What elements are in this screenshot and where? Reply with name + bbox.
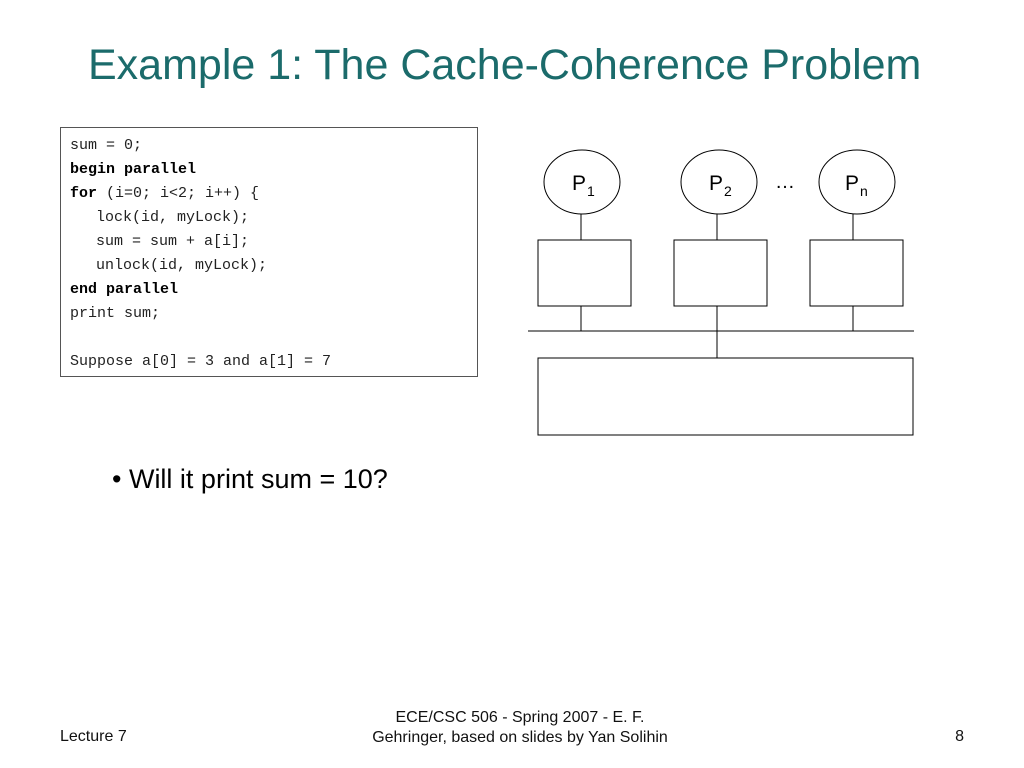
code-line-sum-add: sum = sum + a[i]; bbox=[96, 233, 250, 250]
cache-2 bbox=[673, 239, 768, 307]
code-line-end-parallel: end parallel bbox=[70, 281, 179, 298]
footer-lecture: Lecture 7 bbox=[60, 728, 127, 745]
processor-n: Pn bbox=[818, 149, 896, 215]
processor-2-label: P2 bbox=[709, 172, 732, 199]
processor-1: P1 bbox=[543, 149, 621, 215]
code-for-condition: (i=0; i<2; i++) { bbox=[97, 185, 260, 202]
code-line-print: print sum; bbox=[70, 305, 161, 322]
processor-ellipsis: … bbox=[775, 171, 795, 193]
bullet-question: • Will it print sum = 10? bbox=[112, 464, 388, 494]
code-line-suppose: Suppose a[0] = 3 and a[1] = 7 bbox=[70, 353, 332, 370]
processor-1-circle bbox=[543, 149, 621, 215]
cache-n bbox=[809, 239, 904, 307]
code-keyword-for: for bbox=[70, 185, 98, 202]
processor-1-label: P1 bbox=[572, 172, 595, 199]
main-memory bbox=[537, 357, 914, 436]
code-line-begin-parallel: begin parallel bbox=[70, 161, 197, 178]
slide-title: Example 1: The Cache-Coherence Problem bbox=[88, 41, 922, 89]
footer-course-line: ECE/CSC 506 - Spring 2007 - E. F. bbox=[395, 709, 645, 726]
processor-n-circle bbox=[818, 149, 896, 215]
cache-1 bbox=[537, 239, 632, 307]
code-line-lock: lock(id, myLock); bbox=[96, 209, 250, 226]
code-line-sum-init: sum = 0; bbox=[70, 137, 143, 154]
processor-2: P2 bbox=[680, 149, 758, 215]
code-line-for: for (i=0; i<2; i++) { bbox=[70, 182, 477, 206]
footer-course-credit: ECE/CSC 506 - Spring 2007 - E. F. Gehrin… bbox=[300, 708, 740, 748]
code-line-unlock: unlock(id, myLock); bbox=[96, 257, 268, 274]
page-number: 8 bbox=[955, 728, 964, 745]
footer-credit-line: Gehringer, based on slides by Yan Solihi… bbox=[372, 729, 668, 746]
processor-2-circle bbox=[680, 149, 758, 215]
code-block: sum = 0; begin parallel for (i=0; i<2; i… bbox=[60, 127, 478, 377]
processor-n-label: Pn bbox=[845, 172, 868, 199]
